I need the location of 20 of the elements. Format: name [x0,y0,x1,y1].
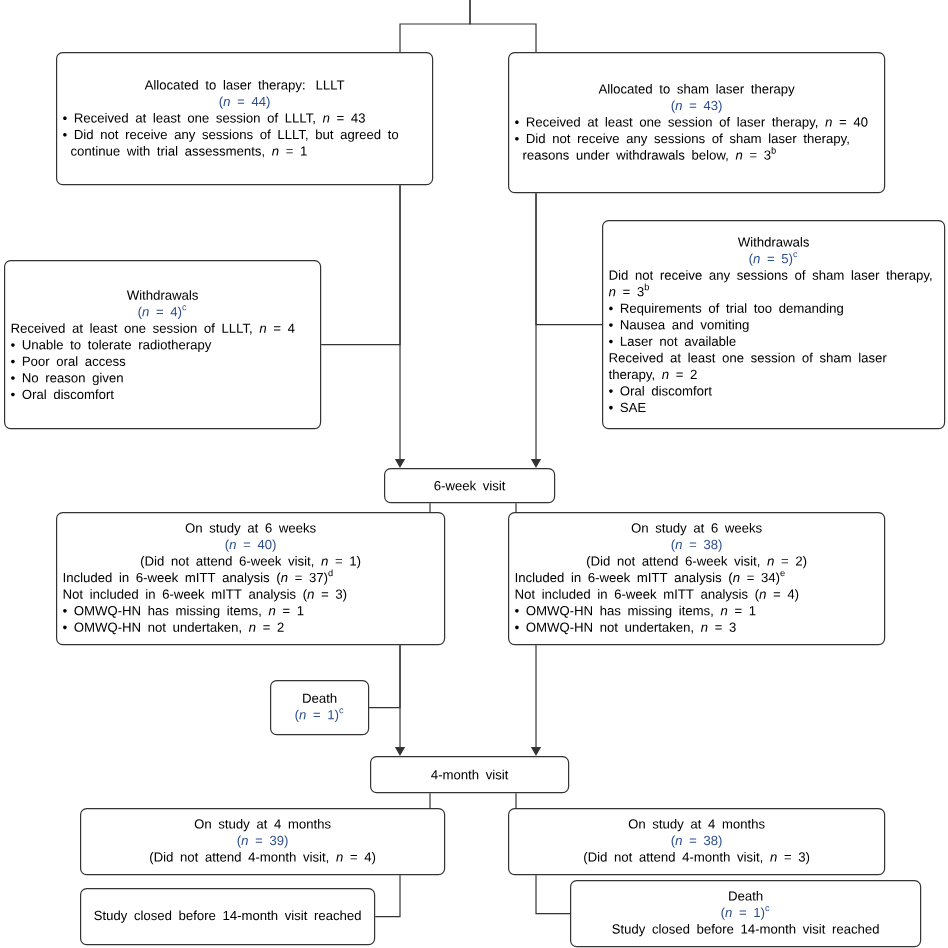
allocation-box [508,52,886,194]
withdrawal-box [602,220,946,430]
status-box [56,512,446,646]
connector-line [469,0,537,53]
status-box [508,808,886,876]
death-box [270,680,370,736]
connector-line [515,502,517,513]
connector-line [429,502,431,513]
status-box [508,512,886,646]
connector-line [535,874,571,915]
visit-box [370,756,570,794]
death-box [570,880,922,948]
visit-box [384,468,556,504]
allocation-box [56,52,434,186]
connector-line [515,792,517,809]
status-box [80,808,446,876]
connector-line [374,874,401,918]
connector-line [429,792,431,809]
withdrawal-box [4,260,322,430]
closure-box [80,888,376,946]
